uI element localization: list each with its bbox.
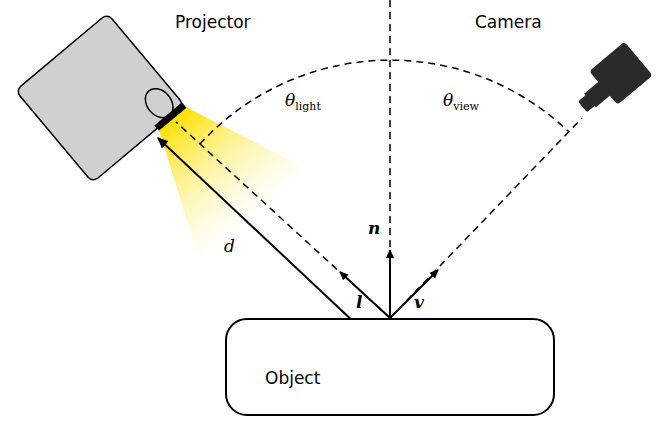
- projector-body: [15, 13, 186, 184]
- node-label: Object: [265, 368, 320, 388]
- node-label: Camera: [475, 12, 542, 32]
- angle-label: θview: [443, 92, 479, 112]
- view-ray: [390, 118, 582, 318]
- vector-label: l: [356, 292, 362, 312]
- distance-arrow: [158, 138, 373, 340]
- angle-arc: [200, 60, 569, 144]
- view-vector: [390, 270, 438, 318]
- vector-label: v: [414, 292, 424, 312]
- light-beam: [117, 72, 312, 265]
- normal-vector: [389, 250, 391, 318]
- camera-icon: [568, 42, 653, 123]
- angle-label: θlight: [285, 92, 321, 112]
- light-ray: [176, 122, 390, 318]
- vector-label: n: [368, 218, 380, 238]
- projector: Projector: [0, 0, 205, 200]
- object-box: Object: [225, 318, 555, 416]
- light-vector: [340, 272, 390, 318]
- normal-axis: [389, 0, 391, 318]
- camera: Camera: [460, 0, 664, 150]
- node-label: Projector: [175, 12, 251, 32]
- edge-label: d: [224, 236, 235, 256]
